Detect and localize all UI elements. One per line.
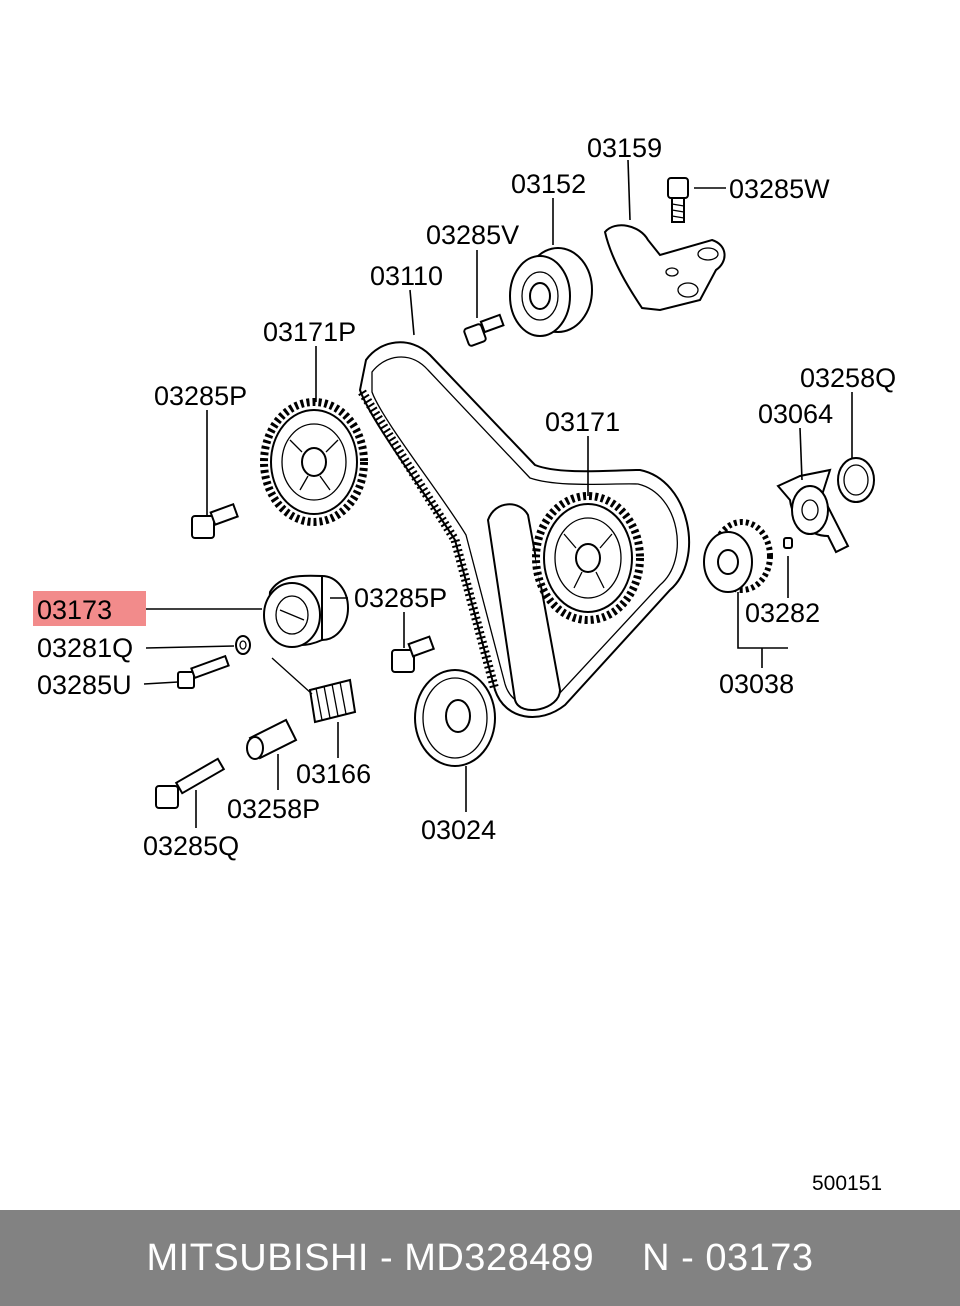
flange-03024 bbox=[414, 669, 496, 767]
label-03171: 03171 bbox=[545, 407, 620, 437]
tensioner-pulley-03173 bbox=[263, 574, 349, 648]
sleeve-03258P bbox=[246, 718, 298, 760]
label-03024: 03024 bbox=[421, 815, 496, 845]
bolt-03285P-top bbox=[191, 502, 239, 539]
timing-belt bbox=[358, 341, 691, 718]
spring-03166 bbox=[271, 657, 357, 724]
key-03282 bbox=[783, 537, 793, 549]
bracket-03159 bbox=[603, 224, 726, 312]
label-03258P: 03258P bbox=[227, 794, 320, 824]
camshaft-sprocket-03171P bbox=[260, 398, 368, 526]
sprocket-03171 bbox=[532, 492, 644, 624]
label-03038: 03038 bbox=[719, 669, 794, 699]
label-03166: 03166 bbox=[296, 759, 371, 789]
label-03285P-mid: 03285P bbox=[354, 583, 447, 613]
parts-diagram: 03159 03152 03285W 03285V 03110 03171P 0… bbox=[33, 133, 896, 1195]
label-03152: 03152 bbox=[511, 169, 586, 199]
bolt-03285W bbox=[667, 177, 689, 223]
label-03173: 03173 bbox=[37, 595, 112, 625]
bolt-03285V bbox=[463, 313, 505, 347]
footer-brand-part: MITSUBISHI - MD328489 bbox=[146, 1236, 595, 1279]
label-03285W: 03285W bbox=[729, 174, 830, 204]
crank-sprocket-03038 bbox=[703, 519, 773, 593]
label-03285P-top: 03285P bbox=[154, 381, 247, 411]
label-03281Q: 03281Q bbox=[37, 633, 133, 663]
label-03282: 03282 bbox=[745, 598, 820, 628]
label-03258Q: 03258Q bbox=[800, 363, 896, 393]
leader-lines bbox=[143, 159, 853, 828]
label-03159: 03159 bbox=[587, 133, 662, 163]
bolt-03285P-mid bbox=[391, 635, 436, 673]
washer-03281Q bbox=[235, 635, 251, 655]
seal-03258Q bbox=[837, 457, 875, 503]
bolt-03285U bbox=[177, 654, 230, 689]
tensioner-pulley-03152 bbox=[509, 247, 593, 337]
label-03285U: 03285U bbox=[37, 670, 132, 700]
label-03285V: 03285V bbox=[426, 220, 519, 250]
label-03064: 03064 bbox=[758, 399, 833, 429]
label-03171P: 03171P bbox=[263, 317, 356, 347]
highlight-box-03173 bbox=[33, 591, 146, 626]
diagram-code: 500151 bbox=[812, 1172, 882, 1195]
label-03285Q: 03285Q bbox=[143, 831, 239, 861]
footer-bar: MITSUBISHI - MD328489 N - 03173 bbox=[0, 1210, 960, 1306]
plate-03064 bbox=[776, 468, 850, 554]
bolt-03285Q bbox=[155, 757, 226, 809]
footer-reference: N - 03173 bbox=[642, 1236, 814, 1279]
label-03110: 03110 bbox=[370, 261, 443, 291]
